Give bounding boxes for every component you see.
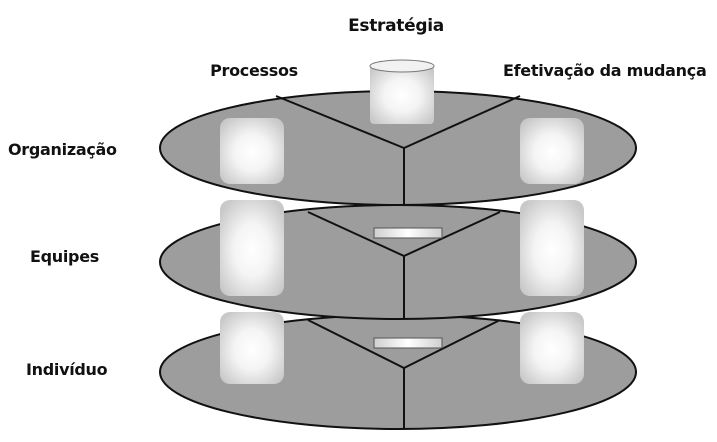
pillar-left-top: [220, 118, 284, 184]
label-estrategia: Estratégia: [348, 16, 444, 36]
pillar-left-middle: [220, 200, 284, 296]
label-equipes: Equipes: [30, 247, 99, 266]
pillar-right-top: [520, 118, 584, 184]
strategy-pillar-top: [370, 60, 434, 124]
strategy-pillar-stub: [374, 228, 442, 238]
strategy-pillar-stub: [374, 338, 442, 348]
pillar-right-lower: [520, 312, 584, 384]
pillar-right-middle: [520, 200, 584, 296]
pillar-left-lower: [220, 312, 284, 384]
label-processos: Processos: [210, 61, 298, 80]
label-individuo: Indivíduo: [26, 360, 108, 379]
label-efetivacao: Efetivação da mudança: [503, 61, 706, 80]
label-organizacao: Organização: [8, 140, 117, 159]
